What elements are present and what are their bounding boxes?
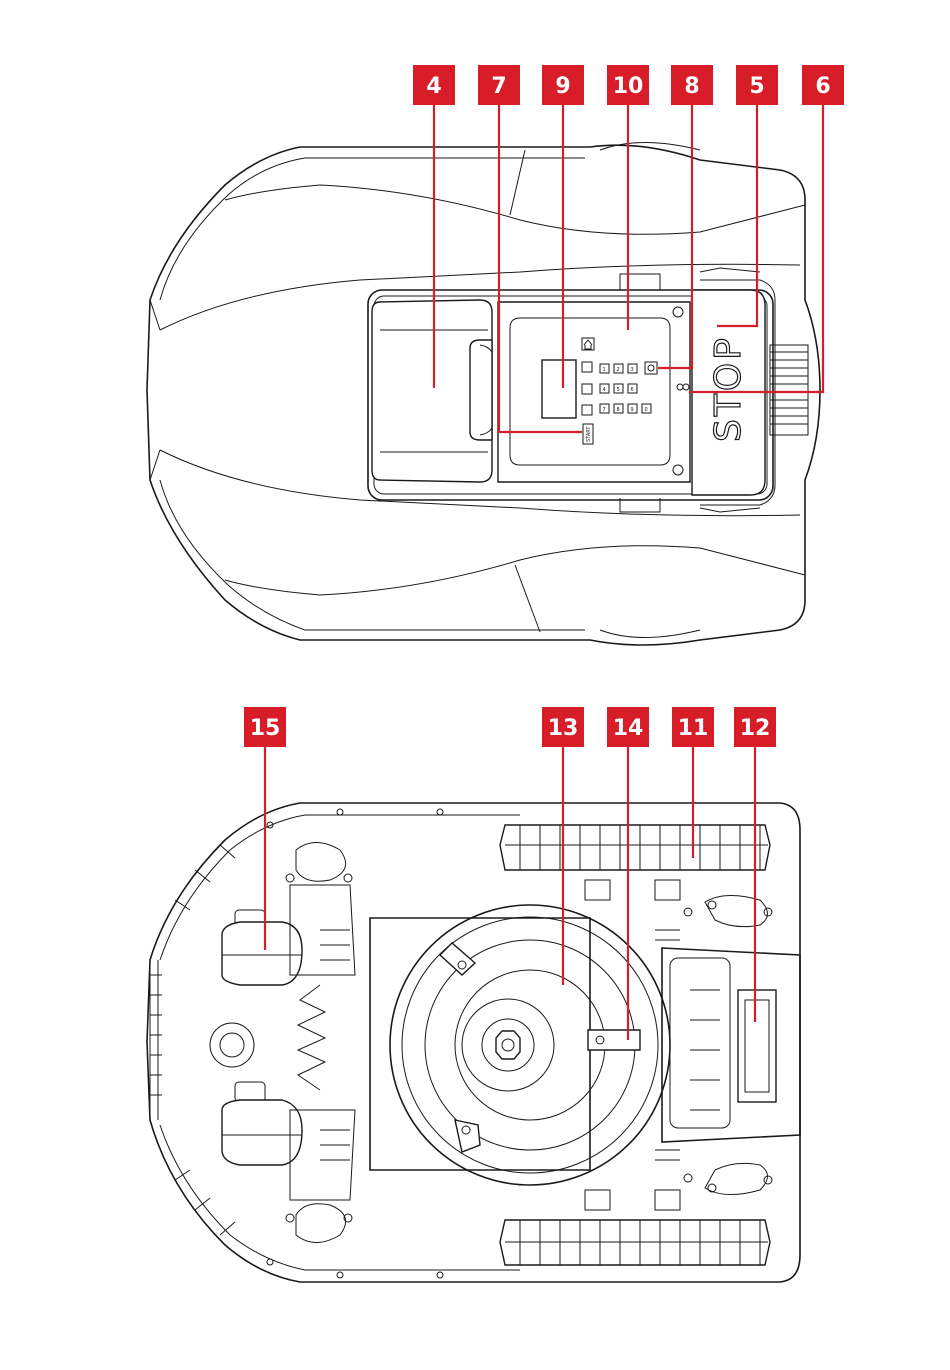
key-6-label: 6 [631,387,634,393]
blade-bottom [455,1120,480,1152]
rear-grille [770,345,808,435]
drive-wheel-bottom [500,1190,770,1265]
menu-key-1[interactable] [582,362,592,372]
key-4-label: 4 [603,387,606,393]
charging-contacts [738,990,776,1102]
key-8-label: 8 [617,407,620,413]
callout-6-label: 6 [815,74,830,99]
ok-key[interactable] [645,362,657,374]
start-key-label: START [586,426,592,442]
key-5-label: 5 [617,387,620,393]
key-0-label: 0 [645,407,648,413]
callout-12-label: 12 [740,716,771,741]
blade-right [588,1030,640,1050]
battery-cover [662,948,800,1142]
key-2-label: 2 [617,367,620,373]
callout-11-label: 11 [678,716,709,741]
mower-top-view: START 1 2 3 4 5 6 7 8 9 [147,143,820,646]
callout-5-label: 5 [749,74,764,99]
menu-key-3[interactable] [582,405,592,415]
lid [372,300,492,482]
callout-15-label: 15 [250,716,281,741]
callout-7-label: 7 [491,74,506,99]
drive-wheel-top [500,825,770,900]
mower-bottom-view [147,803,800,1282]
display-screen [542,360,576,418]
callout-14-label: 14 [613,716,644,741]
callout-9-label: 9 [555,74,570,99]
key-7-label: 7 [603,407,606,413]
callout-4-label: 4 [426,74,441,99]
key-9-label: 9 [631,407,634,413]
key-3-label: 3 [631,367,634,373]
blade-top [440,943,475,975]
callout-8-label: 8 [684,74,699,99]
front-bumper [150,845,235,1235]
control-panel: START 1 2 3 4 5 6 7 8 9 [498,302,690,482]
menu-key-2[interactable] [582,384,592,394]
callout-10-label: 10 [613,74,644,99]
callout-13-label: 13 [548,716,579,741]
stop-button-label: STOP [708,335,749,442]
key-1-label: 1 [603,367,606,373]
